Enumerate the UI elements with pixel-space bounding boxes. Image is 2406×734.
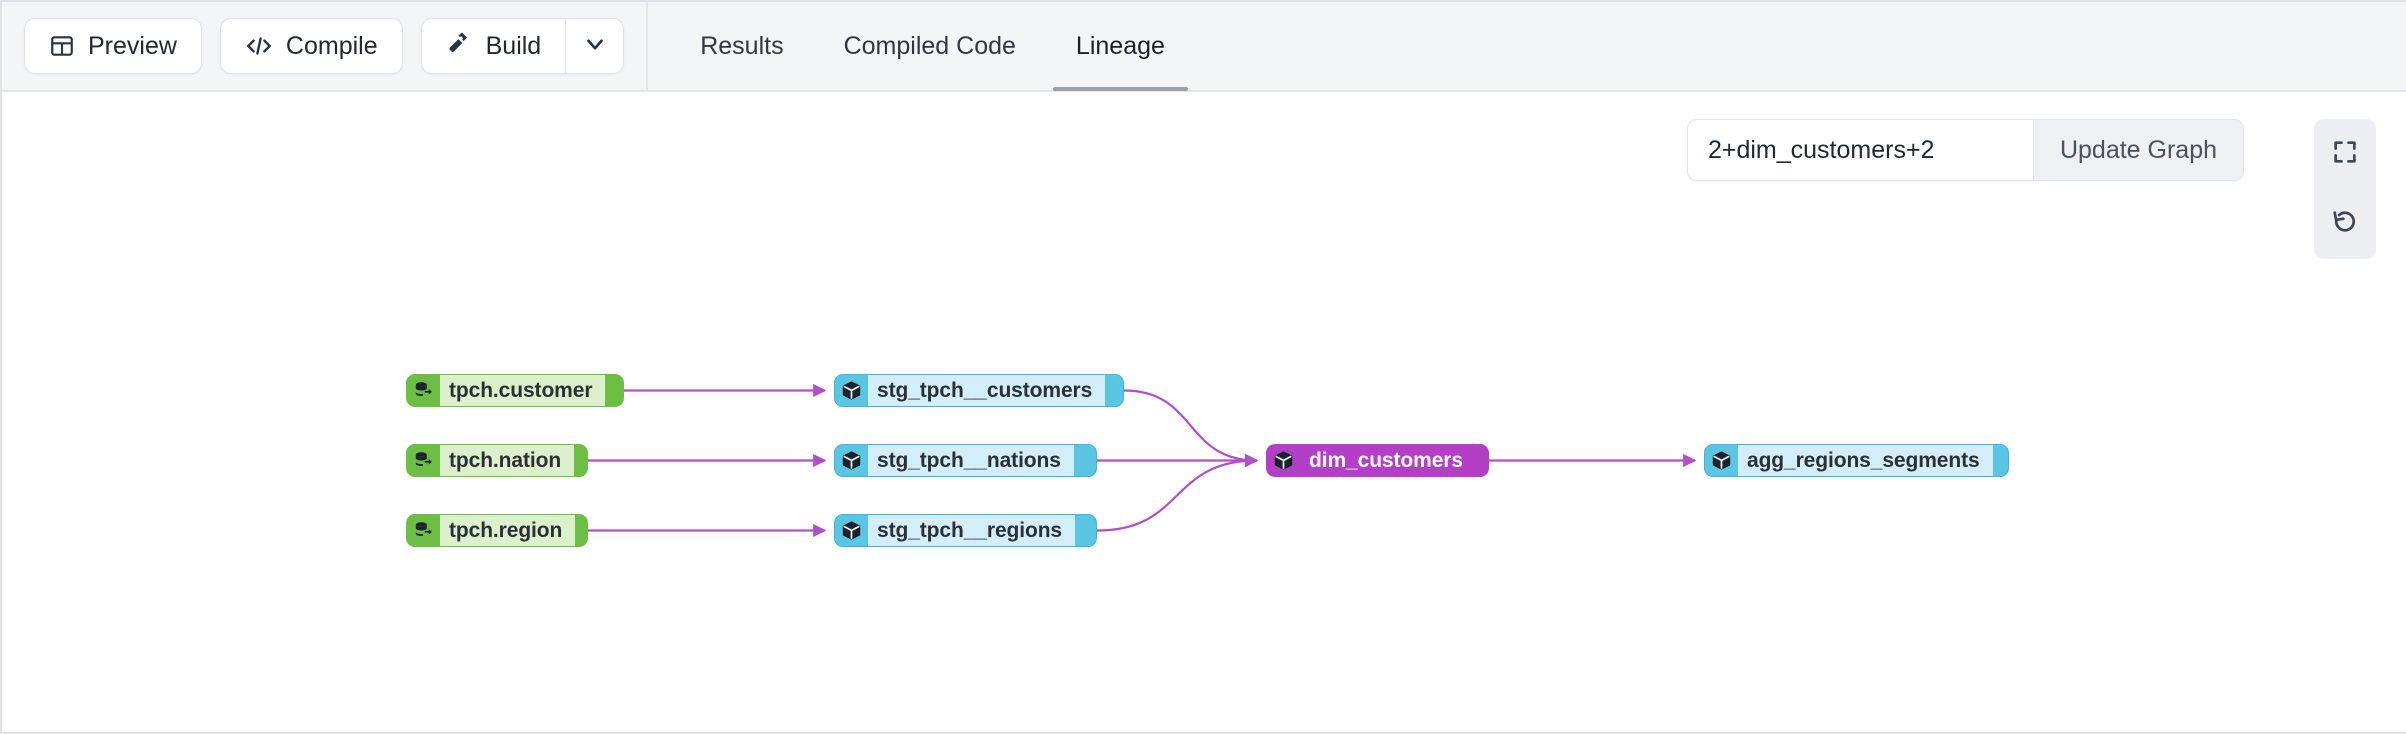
graph-node-label: stg_tpch__customers <box>868 375 1106 406</box>
graph-node-label: dim_customers <box>1300 445 1476 476</box>
graph-node-stg_nations[interactable]: stg_tpch__nations <box>834 444 1097 477</box>
hammer-icon <box>446 30 473 63</box>
database-source-icon <box>407 515 440 546</box>
chevron-down-icon <box>582 31 608 62</box>
toolbar: Preview Compile <box>2 1 2406 92</box>
graph-selector-bar: Update Graph <box>1686 119 2244 181</box>
graph-node-tpch_nation[interactable]: tpch.nation <box>406 444 588 477</box>
graph-edge <box>1123 389 1259 468</box>
graph-node-label: agg_regions_segments <box>1738 445 1993 476</box>
action-button-group: Preview Compile <box>24 18 625 74</box>
graph-node-label: tpch.nation <box>440 445 575 476</box>
edge-layer <box>587 383 1697 538</box>
tab-compiled-code[interactable]: Compiled Code <box>814 1 1046 91</box>
table-icon <box>49 33 75 59</box>
graph-node-label: stg_tpch__nations <box>868 445 1074 476</box>
cube-model-icon <box>835 515 868 546</box>
lineage-graph: tpch.customer tpch.nation tpch.region stg_t… <box>2 92 2406 732</box>
compile-button-label: Compile <box>285 31 378 60</box>
graph-node-tpch_region[interactable]: tpch.region <box>406 514 588 547</box>
reset-icon <box>2331 208 2359 241</box>
build-button-label: Build <box>485 31 542 60</box>
graph-tools <box>2314 119 2376 259</box>
build-button[interactable]: Build <box>422 19 566 73</box>
tab-results-label: Results <box>700 31 784 60</box>
compile-button[interactable]: Compile <box>219 18 403 74</box>
graph-node-tpch_customer[interactable]: tpch.customer <box>406 374 624 407</box>
database-source-icon <box>407 445 440 476</box>
tab-results[interactable]: Results <box>670 1 813 91</box>
toolbar-divider <box>646 1 649 91</box>
database-source-icon <box>407 375 440 406</box>
build-dropdown-toggle[interactable] <box>565 19 623 73</box>
cube-model-icon <box>835 445 868 476</box>
update-graph-label: Update Graph <box>2059 135 2217 164</box>
graph-node-label: tpch.region <box>440 515 576 546</box>
code-brackets-icon <box>245 33 273 59</box>
lineage-canvas[interactable]: Update Graph <box>2 92 2406 732</box>
graph-edge <box>1096 453 1259 532</box>
graph-node-agg_regions_segments[interactable]: agg_regions_segments <box>1704 444 2009 477</box>
fullscreen-button[interactable] <box>2314 119 2376 189</box>
graph-selector-input[interactable] <box>1687 120 2033 180</box>
fullscreen-icon <box>2331 138 2359 171</box>
tab-bar: Results Compiled Code Lineage <box>670 1 1195 91</box>
cube-model-icon <box>1705 445 1738 476</box>
graph-node-stg_customers[interactable]: stg_tpch__customers <box>834 374 1124 407</box>
build-split-button: Build <box>420 18 625 74</box>
tab-lineage-label: Lineage <box>1075 31 1165 60</box>
cube-model-icon <box>835 375 868 406</box>
reset-graph-button[interactable] <box>2314 189 2376 259</box>
tab-lineage[interactable]: Lineage <box>1046 1 1195 91</box>
graph-node-dim_customers[interactable]: dim_customers <box>1266 444 1489 477</box>
update-graph-button[interactable]: Update Graph <box>2032 120 2243 180</box>
graph-node-stg_regions[interactable]: stg_tpch__regions <box>834 514 1097 547</box>
preview-button[interactable]: Preview <box>24 18 202 74</box>
preview-button-label: Preview <box>88 31 177 60</box>
cube-model-icon <box>1267 445 1300 476</box>
graph-node-label: stg_tpch__regions <box>868 515 1076 546</box>
tab-compiled-code-label: Compiled Code <box>843 31 1016 60</box>
graph-node-label: tpch.customer <box>440 375 606 406</box>
